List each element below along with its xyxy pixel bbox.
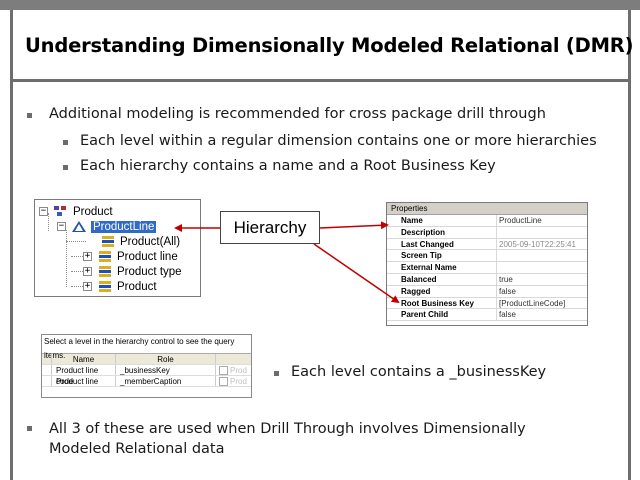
query-item-extra: Prod [230,366,247,375]
bullet-item: All 3 of these are used when Drill Throu… [27,419,526,459]
bullet-square-icon [63,140,68,145]
properties-header: Properties [387,203,587,215]
tree-item-level[interactable]: + Product [83,279,157,294]
left-rule [10,10,13,480]
property-name: Screen Tip [387,250,497,262]
grid-header-name[interactable]: Name [52,354,116,364]
property-value: 2005-09-10T22:25:41 [499,239,576,249]
expand-icon[interactable]: + [83,251,92,261]
tree-item-label: ProductLine [91,220,157,233]
bullet-square-icon [274,371,279,376]
collapse-icon[interactable]: − [57,221,66,231]
property-value[interactable]: false [499,286,516,296]
bullet-text-line: All 3 of these are used when Drill Throu… [49,421,526,437]
hierarchy-callout: Hierarchy [220,211,320,244]
dimension-tree-panel: − Product − ProductLine Product(All) + P… [34,199,201,297]
query-items-grid: Name Role Product line code _businessKey… [42,353,251,387]
property-value[interactable]: true [499,274,513,284]
bullet-square-icon [27,113,32,118]
query-items-panel: Select a level in the hierarchy control … [41,334,252,398]
grid-header-row: Name Role [42,354,251,365]
property-value[interactable] [497,227,587,238]
bullet-text-line: Modeled Relational data [49,441,225,457]
property-name: Description [387,226,497,238]
expand-icon[interactable]: + [83,266,92,276]
title-box: Understanding Dimensionally Modeled Rela… [13,10,634,82]
property-row[interactable]: Screen Tip [387,250,587,263]
top-bar [0,0,640,10]
role-picker-icon[interactable] [219,377,228,387]
bullet-text: All 3 of these are used when Drill Throu… [49,419,526,459]
level-icon [97,280,113,293]
property-name: Ragged [387,285,497,297]
property-row[interactable]: Description [387,226,587,239]
role-picker-icon[interactable] [219,366,228,376]
sub-bullet-text: Each level contains a _businessKey [291,364,547,380]
dimension-icon [53,205,69,218]
query-item-role[interactable]: _memberCaption [116,376,216,386]
slide-title: Understanding Dimensionally Modeled Rela… [25,34,634,57]
level-icon [97,265,113,278]
tree-item-level[interactable]: + Product type [83,264,182,279]
tree-item-product[interactable]: − Product [39,204,113,219]
tree-item-label: Product(All) [120,235,181,248]
sub-bullet-item: Each level contains a _businessKey [274,364,546,380]
level-icon [97,250,113,263]
property-value[interactable]: ProductLine [499,216,542,225]
property-row[interactable]: External Name [387,262,587,274]
bullet-square-icon [27,426,32,431]
query-item-name: Product line [52,376,116,386]
property-value[interactable]: [ProductLineCode] [499,298,566,308]
arrow-to-name [319,221,389,230]
collapse-icon[interactable]: − [39,206,48,216]
property-value[interactable] [497,262,587,273]
property-value[interactable]: false [499,310,516,320]
tree-item-level[interactable]: + Product line [83,249,178,264]
expand-icon[interactable]: + [83,281,92,291]
property-row[interactable]: Root Business Key[ProductLineCode] [387,297,587,310]
tree-item-label: Product [117,280,157,293]
tree-item-level[interactable]: Product(All) [100,234,180,249]
right-rule [628,10,631,480]
bullet-text: Additional modeling is recommended for c… [49,106,546,122]
tree-item-label: Product type [117,265,182,278]
sub-bullet-text: Each hierarchy contains a name and a Roo… [80,158,496,174]
sub-bullet-text: Each level within a regular dimension co… [80,133,597,149]
grid-header-role[interactable]: Role [116,354,216,364]
property-value[interactable] [497,250,587,261]
sub-bullet-item: Each level within a regular dimension co… [63,133,597,149]
tree-item-label: Product [73,205,113,218]
hierarchy-icon [71,220,87,233]
level-icon [100,235,116,248]
property-name: Name [387,215,497,226]
property-name: Last Changed [387,238,497,250]
bullet-square-icon [63,165,68,170]
property-name: External Name [387,262,497,273]
property-name: Balanced [387,273,497,285]
property-name: Root Business Key [387,297,497,309]
sub-bullet-item: Each hierarchy contains a name and a Roo… [63,158,496,174]
query-hint-text: Select a level in the hierarchy control … [42,335,251,360]
query-item-name: Product line code [52,365,116,386]
tree-item-label: Product line [117,250,178,263]
query-item-role[interactable]: _businessKey [116,365,216,375]
property-name: Parent Child [387,309,497,321]
tree-item-hierarchy[interactable]: − ProductLine [57,219,157,234]
table-row[interactable]: Product line _memberCaption Prod [42,376,251,387]
query-item-extra: Prod [230,377,247,386]
bullet-item: Additional modeling is recommended for c… [27,106,546,122]
table-row[interactable]: Product line code _businessKey Prod [42,365,251,386]
